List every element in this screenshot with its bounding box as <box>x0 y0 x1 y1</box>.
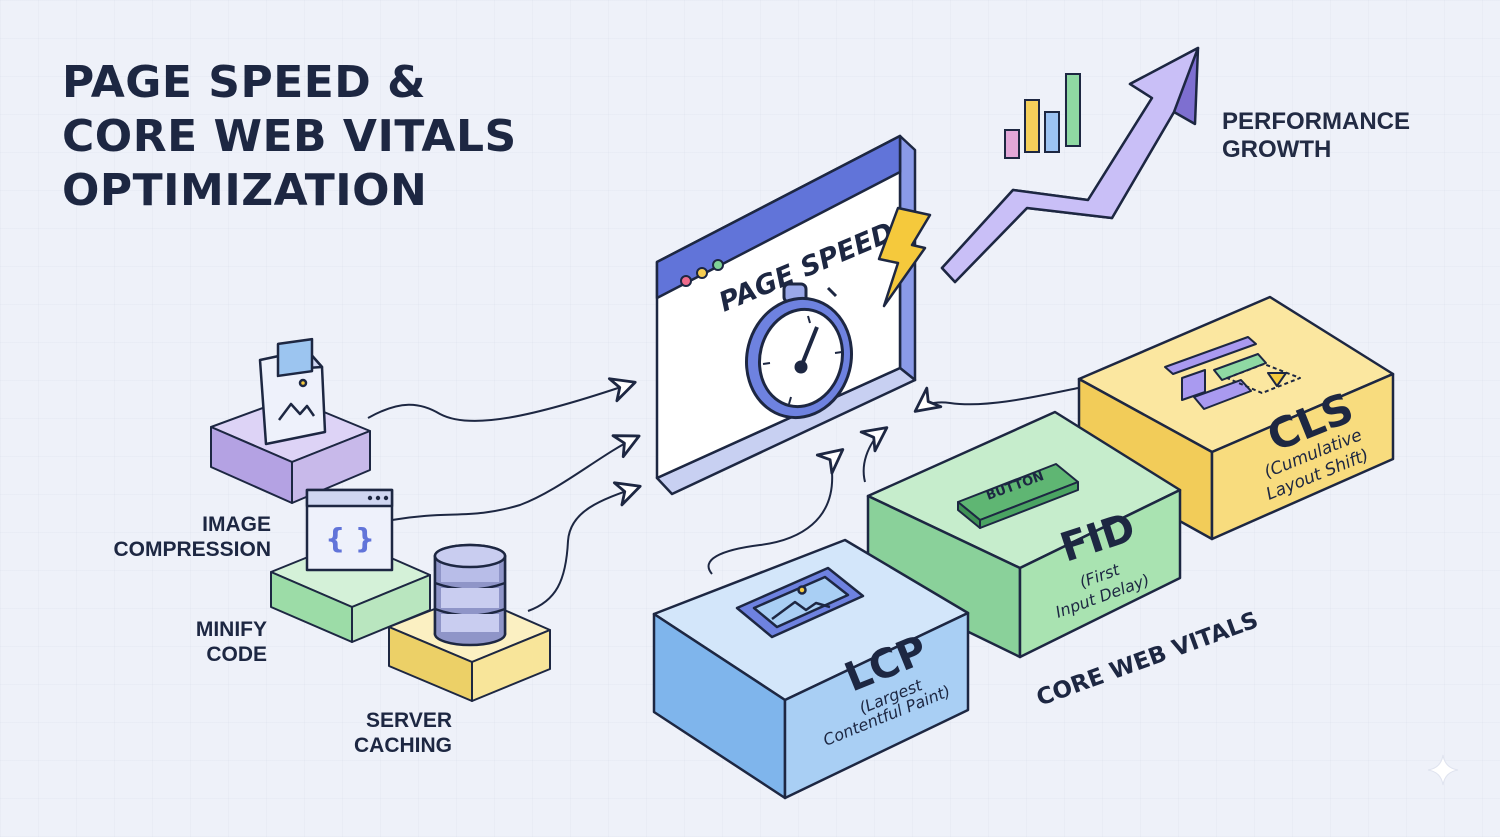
button-icon[interactable]: BUTTON <box>957 463 1079 529</box>
label-line: COMPRESSION <box>113 538 271 561</box>
title-line: PAGE SPEED & <box>62 57 427 108</box>
browser-window: PAGE SPEED <box>655 134 932 496</box>
page-title: PAGE SPEED & CORE WEB VITALS OPTIMIZATIO… <box>62 56 517 218</box>
label-line: CODE <box>206 643 267 666</box>
window-dots <box>680 259 724 287</box>
cls-block: CLS (Cumulative Layout Shift) <box>1077 295 1395 541</box>
image-file-icon <box>258 337 327 446</box>
image-compression-block <box>210 337 371 504</box>
svg-text:{ }: { } <box>325 522 375 555</box>
mini-bar-chart-icon <box>1004 73 1081 159</box>
connectors <box>367 377 1079 612</box>
performance-growth-label: PERFORMANCE GROWTH <box>1222 108 1410 164</box>
image-compression-label: IMAGE COMPRESSION <box>80 512 271 562</box>
database-icon <box>433 543 507 647</box>
growth-arrow-icon <box>940 46 1200 284</box>
label-line: PERFORMANCE <box>1222 108 1411 135</box>
label-line: SERVER <box>366 709 452 732</box>
minify-code-label: MINIFY CODE <box>140 617 267 667</box>
title-line: OPTIMIZATION <box>62 165 428 216</box>
code-window-icon: { } <box>305 488 394 572</box>
minify-code-block: { } <box>270 488 431 643</box>
label-line: GROWTH <box>1222 136 1332 163</box>
label-line: MINIFY <box>195 618 267 641</box>
performance-growth-graphic <box>940 46 1200 284</box>
fid-block: BUTTON FID (First Input Delay) <box>866 410 1182 659</box>
server-caching-block <box>388 543 551 702</box>
label-line: IMAGE <box>202 513 271 536</box>
server-caching-label: SERVER CACHING <box>320 708 452 758</box>
lightning-bolt-icon <box>877 206 932 308</box>
sparkle-icon <box>1427 754 1459 786</box>
image-icon <box>735 566 865 639</box>
layout-shift-icon <box>1164 336 1301 410</box>
stopwatch-icon <box>744 282 854 420</box>
label-line: CACHING <box>354 734 452 757</box>
title-line: CORE WEB VITALS <box>62 111 517 162</box>
